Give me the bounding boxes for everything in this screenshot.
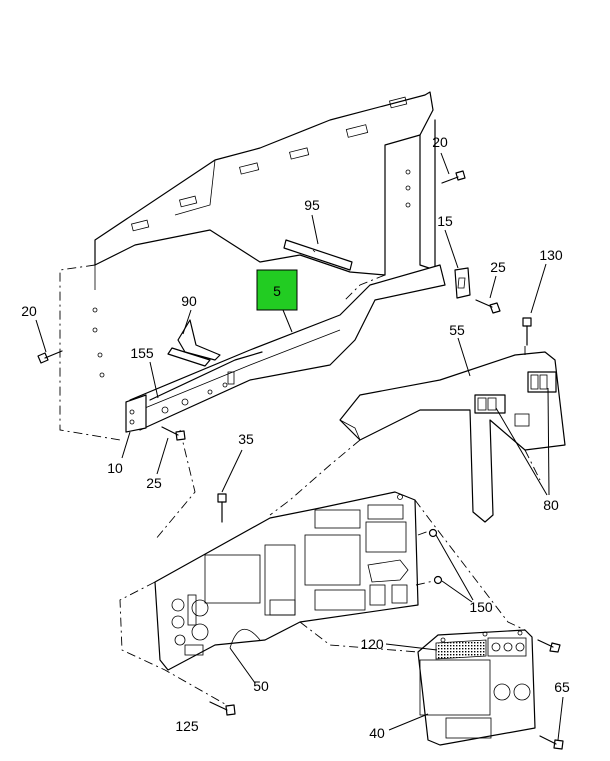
callout-130: 130	[539, 247, 563, 263]
bolt-65	[539, 735, 564, 750]
callout-20-left: 20	[21, 303, 37, 319]
callout-10: 10	[107, 460, 123, 476]
callout-25-right: 25	[490, 259, 506, 275]
bolt-25-right	[475, 299, 501, 314]
instrument-panel-50	[154, 491, 419, 671]
callout-15: 15	[437, 213, 453, 229]
bolt-35	[217, 493, 227, 523]
bolt-125	[209, 701, 236, 716]
callout-90: 90	[181, 293, 197, 309]
clip-90	[167, 319, 221, 367]
callout-150: 150	[469, 599, 493, 615]
callout-120: 120	[360, 636, 384, 652]
bolt-25-left	[161, 426, 186, 441]
bolt-20-right	[441, 170, 466, 184]
end-bracket-15	[454, 267, 471, 299]
assembly-lines	[119, 345, 541, 709]
bolt-130	[522, 317, 532, 346]
dash-housing-55	[339, 351, 566, 523]
bolt-20-left	[37, 350, 63, 364]
highlight-box-5	[256, 269, 298, 311]
callout-5: 5	[273, 283, 281, 299]
callout-80: 80	[543, 497, 559, 513]
grille-120	[435, 639, 487, 660]
bracket-95	[283, 239, 353, 271]
bolt-lower-right	[537, 639, 561, 653]
strip-155	[149, 351, 263, 401]
callout-50: 50	[253, 678, 269, 694]
cross-member-5	[129, 264, 446, 431]
callout-35: 35	[238, 431, 254, 447]
screws-150	[428, 528, 443, 585]
callout-20-right: 20	[432, 134, 448, 150]
callout-95: 95	[304, 197, 320, 213]
firewall-panel	[59, 91, 436, 441]
callout-155: 155	[130, 345, 154, 361]
leader-lines	[35, 152, 564, 741]
callout-labels: 5 10 15 20 20 25 25 35 40 50 55 65 80 90…	[21, 134, 570, 741]
end-bracket-10	[125, 394, 147, 433]
callout-40: 40	[369, 725, 385, 741]
lower-panel-40	[417, 629, 536, 746]
callout-125: 125	[175, 718, 199, 734]
callout-65: 65	[554, 679, 570, 695]
callout-25-left: 25	[146, 475, 162, 491]
callout-55: 55	[449, 322, 465, 338]
